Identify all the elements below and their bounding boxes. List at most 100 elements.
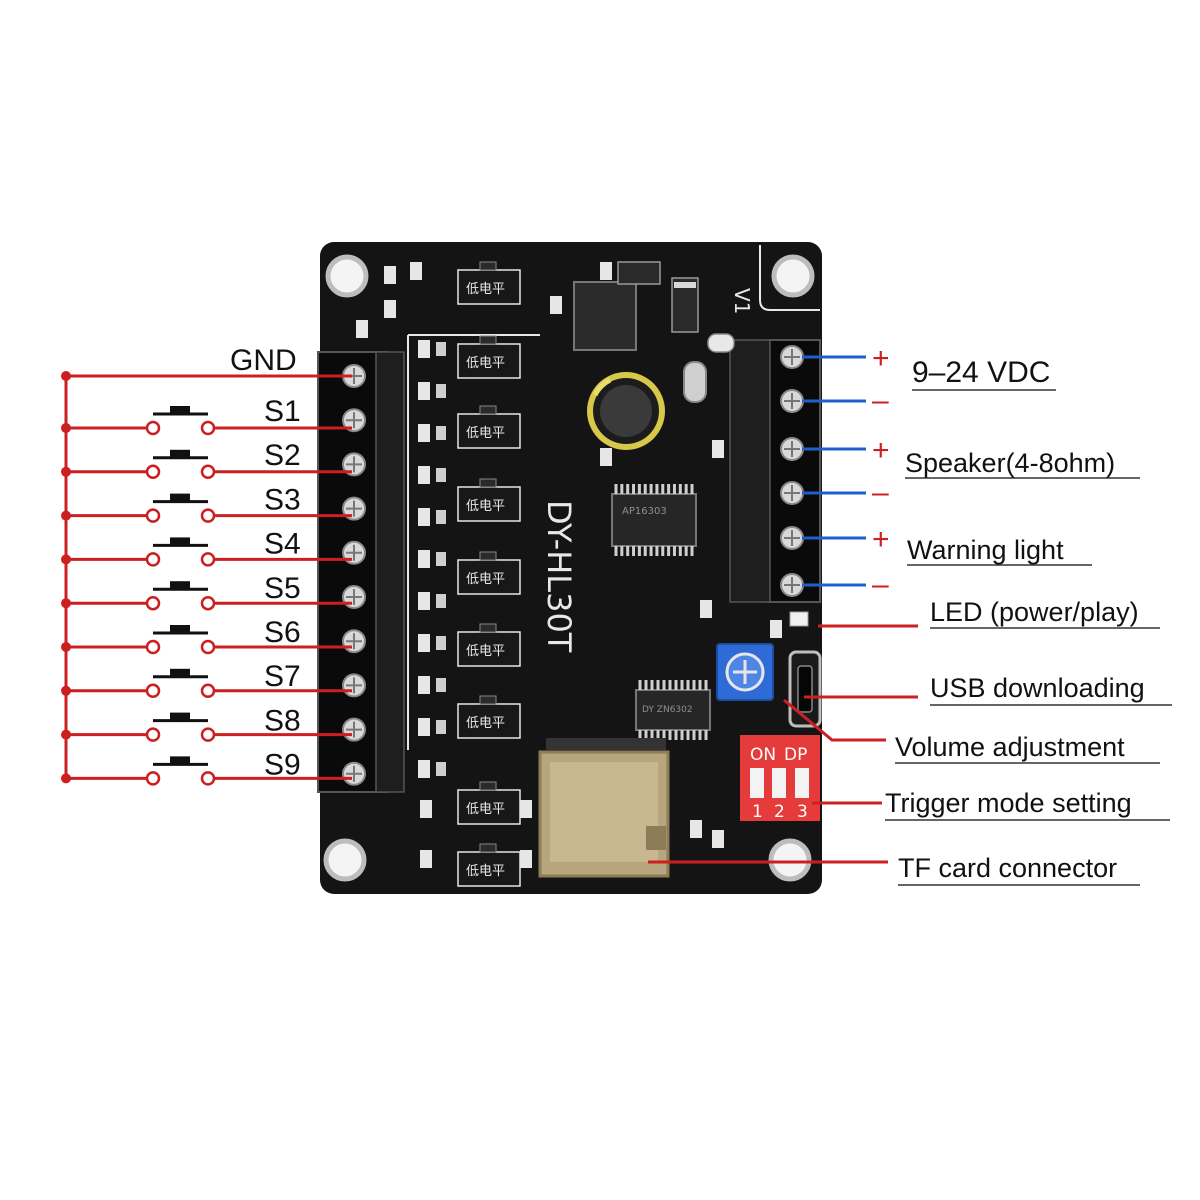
ic-pin: [672, 484, 676, 494]
low-level-trigger-label: 低电平: [466, 356, 505, 371]
low-level-trigger-label: 低电平: [466, 802, 505, 817]
smd-part: [384, 266, 396, 284]
low-level-trigger-label: 低电平: [466, 864, 505, 879]
dip-number-2: 2: [774, 802, 785, 822]
optocoupler: 低电平: [457, 551, 521, 595]
smd-part: [520, 800, 532, 818]
switch-label-s8: S8: [264, 704, 301, 737]
optocoupler: 低电平: [457, 695, 521, 739]
smd-part: [600, 262, 612, 280]
ic-pin: [680, 730, 684, 740]
ic-pin: [686, 730, 690, 740]
ic-pin: [650, 730, 654, 740]
ic-pin: [674, 730, 678, 740]
version-mark: V1: [730, 288, 754, 314]
smd-resistor: [418, 676, 430, 694]
ic-pin: [667, 546, 671, 556]
ic-pin: [644, 730, 648, 740]
ic-pin: [704, 680, 708, 690]
electrolytic-capacitor: [587, 372, 665, 450]
optocoupler: 低电平: [457, 405, 521, 449]
smd-resistor: [418, 718, 430, 736]
switch-label-s5: S5: [264, 572, 301, 605]
switch-label-s1: S1: [264, 395, 301, 428]
switch-terminal-screw: [342, 629, 366, 654]
bus-junction: [61, 371, 71, 381]
ic-pin: [698, 730, 702, 740]
ic-pin: [668, 680, 672, 690]
ic-pin: [649, 484, 653, 494]
ic-pin: [678, 546, 682, 556]
output-terminal-screw: [780, 481, 804, 505]
ic-pin: [684, 546, 688, 556]
right-terminal-block: [729, 339, 821, 603]
optocoupler: 低电平: [457, 261, 521, 305]
smd-capacitor: [436, 552, 446, 566]
tf-card-label: TF card connector: [898, 853, 1117, 883]
smd-capacitor: [436, 762, 446, 776]
ic-pin: [661, 546, 665, 556]
low-level-trigger-label: 低电平: [466, 572, 505, 587]
ic-pin: [678, 484, 682, 494]
switch-terminal-screw: [342, 408, 366, 433]
smd-capacitor: [436, 468, 446, 482]
push-button-switch: [61, 406, 352, 436]
audio-ic: AP16303: [611, 493, 697, 547]
smd-part: [420, 800, 432, 818]
low-level-trigger-label: 低电平: [466, 716, 505, 731]
smd-capacitor: [436, 342, 446, 356]
push-button-switch: [61, 625, 352, 655]
push-button-switch: [61, 581, 352, 611]
ic-pin: [656, 730, 660, 740]
micro-usb-port: [788, 650, 822, 728]
smd-part: [384, 300, 396, 318]
warning-plus-sign: +: [872, 523, 890, 556]
ic-pin: [632, 484, 636, 494]
switch-terminal-screw: [342, 673, 366, 698]
smd-part: [700, 600, 712, 618]
controller-ic: DY ZN6302: [635, 689, 711, 731]
ic-pin: [662, 730, 666, 740]
smd-components: [356, 262, 782, 868]
tf-card-slot: [538, 738, 670, 878]
optocoupler: 低电平: [457, 781, 521, 825]
controller-ic-marking: DY ZN6302: [642, 705, 693, 715]
power-minus-sign: –: [872, 384, 889, 417]
ic-pin: [637, 546, 641, 556]
ic-pin: [614, 484, 618, 494]
switch-label-s2: S2: [264, 439, 301, 472]
smd-capacitor: [436, 510, 446, 524]
mount-hole-top-left: [325, 254, 369, 298]
ic-pin: [638, 730, 642, 740]
ic-pin: [643, 546, 647, 556]
smd-capacitor: [436, 384, 446, 398]
low-level-trigger-label: 低电平: [466, 282, 505, 297]
ic-pin: [650, 680, 654, 690]
switch-label-s7: S7: [264, 660, 301, 693]
volume-adjustment-label: Volume adjustment: [895, 732, 1125, 762]
dip-dp-label: DP: [784, 745, 807, 765]
audio-ic-marking: AP16303: [622, 506, 667, 517]
optocoupler: 低电平: [457, 478, 521, 522]
smd-part: [770, 620, 782, 638]
smd-resistor: [418, 382, 430, 400]
smd-resistor: [418, 466, 430, 484]
low-level-trigger-label: 低电平: [466, 499, 505, 514]
smd-part: [410, 262, 422, 280]
ic-pin: [661, 484, 665, 494]
ic-pin: [667, 484, 671, 494]
ic-pin: [644, 680, 648, 690]
push-button-switch: [61, 449, 352, 480]
smd-capacitor: [436, 636, 446, 650]
smd-part: [712, 440, 724, 458]
ic-pin: [662, 680, 666, 690]
ic-pin: [620, 546, 624, 556]
speaker-minus-sign: –: [872, 476, 889, 509]
output-terminal-screw: [780, 389, 804, 413]
mount-hole-bottom-right: [768, 838, 812, 882]
optocoupler: 低电平: [457, 843, 521, 887]
ic-pin: [656, 680, 660, 690]
dip-number-3: 3: [797, 802, 808, 822]
smd-capacitor: [436, 720, 446, 734]
